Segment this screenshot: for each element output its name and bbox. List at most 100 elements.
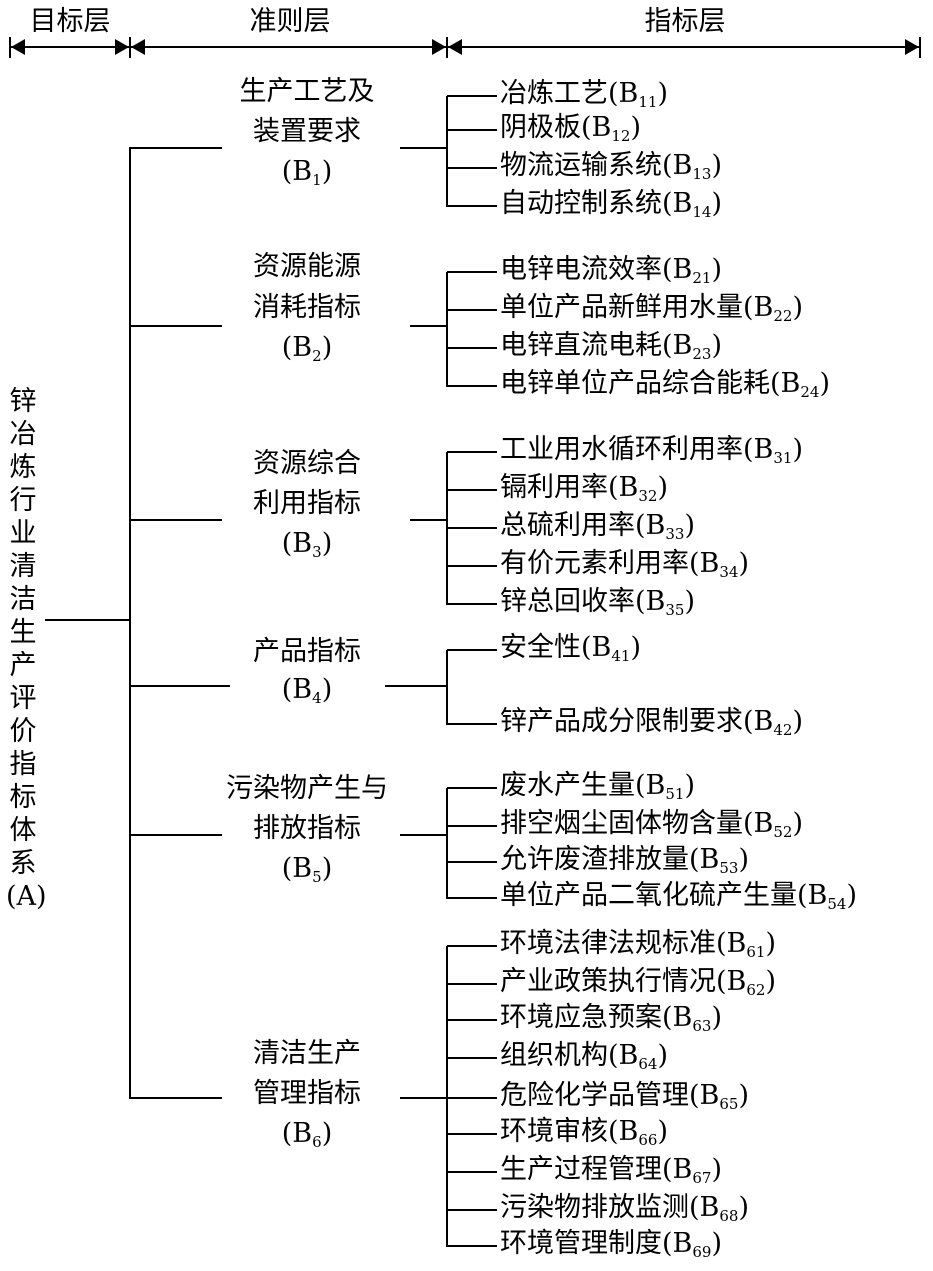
root-code: (A) <box>6 881 47 912</box>
indicator-label: 物流运输系统(B13) <box>500 150 723 183</box>
root-label-char: 行 <box>9 485 37 516</box>
indicator-connector <box>447 451 497 453</box>
criterion-label: 污染物产生与 <box>226 773 388 804</box>
criterion-label: 消耗指标 <box>253 292 361 323</box>
indicator-connector <box>447 861 497 863</box>
root-label-char: 标 <box>9 782 37 813</box>
layer-span-line <box>10 46 920 48</box>
indicator-label: 安全性(B41) <box>500 632 642 665</box>
criterion-label: 装置要求 <box>253 116 361 147</box>
indicator-label: 废水产生量(B51) <box>500 770 696 803</box>
indicator-bracket <box>446 96 448 207</box>
indicator-label: 生产过程管理(B67) <box>500 1154 723 1187</box>
root-label-char: 业 <box>9 518 37 549</box>
criterion-connector-right <box>410 519 447 521</box>
arrow-left-icon <box>11 39 25 55</box>
root-connector <box>45 619 130 621</box>
criterion-connector-right <box>400 147 447 149</box>
indicator-connector <box>447 1171 497 1173</box>
indicator-connector <box>447 527 497 529</box>
root-label-char: 炼 <box>9 452 37 483</box>
indicator-label: 有价元素利用率(B34) <box>500 548 750 581</box>
indicator-label: 电锌直流电耗(B23) <box>500 330 723 363</box>
indicator-connector <box>447 205 497 207</box>
root-label-char: 洁 <box>9 584 37 615</box>
indicator-label: 冶炼工艺(B11) <box>500 78 669 111</box>
criterion-connector-left <box>130 325 222 327</box>
indicator-label: 电锌电流效率(B21) <box>500 254 723 287</box>
criterion-code: (B1) <box>281 156 333 189</box>
indicator-connector <box>447 129 497 131</box>
indicator-connector <box>447 95 497 97</box>
indicator-connector <box>447 309 497 311</box>
indicator-connector <box>447 1133 497 1135</box>
root-label-char: 清 <box>9 551 37 582</box>
layer-tick <box>129 37 131 58</box>
layer-tick <box>446 37 448 58</box>
indicator-bracket <box>446 788 448 899</box>
criterion-connector-right <box>410 325 447 327</box>
indicator-connector <box>447 945 497 947</box>
root-label-char: 生 <box>9 617 37 648</box>
indicator-connector <box>447 489 497 491</box>
indicator-connector <box>447 347 497 349</box>
indicator-connector <box>447 897 497 899</box>
indicator-label: 产业政策执行情况(B62) <box>500 966 777 999</box>
arrow-right-icon <box>432 39 446 55</box>
indicator-label: 污染物排放监测(B68) <box>500 1192 750 1225</box>
criterion-connector-right <box>400 1097 447 1099</box>
indicator-label: 电锌单位产品综合能耗(B24) <box>500 368 831 401</box>
indicator-label: 环境应急预案(B63) <box>500 1002 723 1035</box>
criterion-code: (B3) <box>281 528 333 561</box>
indicator-connector <box>447 1019 497 1021</box>
indicator-label: 阴极板(B12) <box>500 112 642 145</box>
indicator-connector <box>447 1057 497 1059</box>
indicator-label: 环境审核(B66) <box>500 1116 669 1149</box>
indicator-label: 允许废渣排放量(B53) <box>500 844 750 877</box>
criterion-label: 清洁生产 <box>253 1038 361 1069</box>
indicator-connector <box>447 167 497 169</box>
criterion-connector-left <box>130 685 230 687</box>
criterion-label: 管理指标 <box>253 1078 361 1109</box>
indicator-bracket <box>446 272 448 387</box>
indicator-label: 组织机构(B64) <box>500 1040 669 1073</box>
layer-tick <box>9 37 11 58</box>
root-label-char: 系 <box>9 848 37 879</box>
indicator-connector <box>447 983 497 985</box>
root-label-char: 冶 <box>9 419 37 450</box>
indicator-connector <box>447 723 497 725</box>
indicator-label: 单位产品新鲜用水量(B22) <box>500 292 804 325</box>
criterion-connector-right <box>385 685 447 687</box>
criterion-label: 排放指标 <box>253 813 361 844</box>
indicator-connector <box>447 271 497 273</box>
indicator-label: 自动控制系统(B14) <box>500 188 723 221</box>
arrow-right-icon <box>115 39 129 55</box>
layer-tick <box>919 37 921 58</box>
criterion-code: (B5) <box>281 853 333 886</box>
criterion-connector-left <box>130 1097 222 1099</box>
criterion-label: 生产工艺及 <box>239 76 375 107</box>
indicator-layer-header: 指标层 <box>644 6 726 37</box>
indicator-label: 锌产品成分限制要求(B42) <box>500 706 804 739</box>
criterion-label: 资源综合 <box>253 448 361 479</box>
criterion-connector-left <box>130 834 222 836</box>
root-label-char: 价 <box>9 716 37 747</box>
indicator-connector <box>447 1209 497 1211</box>
indicator-connector <box>447 1097 497 1099</box>
indicator-connector <box>447 649 497 651</box>
indicator-label: 镉利用率(B32) <box>500 472 669 505</box>
root-label-char: 评 <box>9 683 37 714</box>
indicator-connector <box>447 825 497 827</box>
indicator-label: 单位产品二氧化硫产生量(B54) <box>500 880 858 913</box>
criterion-label: 利用指标 <box>253 488 361 519</box>
root-label-char: 锌 <box>9 386 37 417</box>
criterion-code: (B2) <box>281 332 333 365</box>
criterion-code: (B6) <box>281 1118 333 1151</box>
criterion-label: 资源能源 <box>253 251 361 282</box>
criterion-connector-left <box>130 519 222 521</box>
indicator-label: 工业用水循环利用率(B31) <box>500 434 804 467</box>
root-label-char: 指 <box>9 749 37 780</box>
root-label-char: 体 <box>9 815 37 846</box>
indicator-connector <box>447 787 497 789</box>
